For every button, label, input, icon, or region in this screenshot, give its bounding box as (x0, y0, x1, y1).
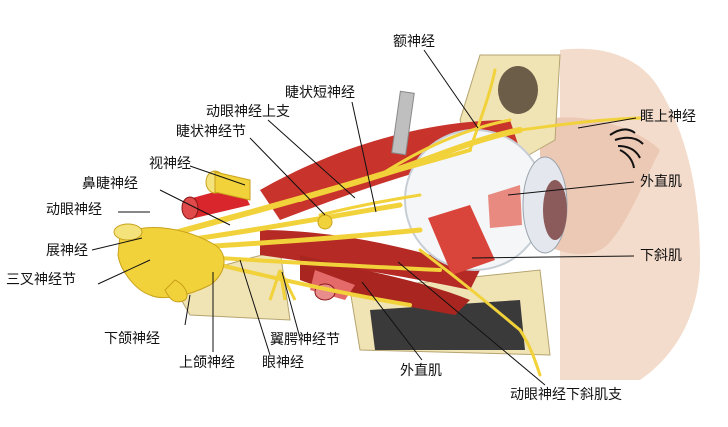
label-oculomotor-inferior-oblique-branch: 动眼神经下斜肌支 (510, 387, 622, 403)
label-oculomotor-nerve: 动眼神经 (46, 202, 102, 218)
label-lateral-rectus-bottom: 外直肌 (400, 363, 442, 379)
eyelashes (609, 128, 644, 169)
label-frontal-nerve: 额神经 (393, 34, 435, 50)
inferior-rectus-muscle (300, 255, 470, 315)
label-abducens-nerve: 展神经 (46, 243, 88, 259)
label-ophthalmic-nerve: 眼神经 (262, 355, 304, 371)
label-optic-nerve: 视神经 (149, 156, 191, 172)
label-maxillary-nerve: 上颌神经 (179, 355, 235, 371)
leader-lines (91, 49, 637, 386)
label-supraorbital-nerve: 眶上神经 (640, 109, 696, 125)
mandibular-nerve-trunk (164, 279, 188, 303)
label-inferior-oblique: 下斜肌 (640, 248, 682, 264)
retractor-probe (391, 90, 415, 156)
label-oculomotor-superior-branch: 动眼神经上支 (206, 104, 290, 120)
oculomotor-cut-end (113, 223, 143, 241)
label-mandibular-nerve: 下颌神经 (104, 331, 160, 347)
ciliary-ganglion-node (317, 214, 333, 230)
optic-nerve-shape (214, 171, 251, 201)
lateral-rectus-muscle (260, 230, 480, 290)
maxillary-sinus (370, 300, 525, 350)
label-short-ciliary-nerves: 睫状短神经 (285, 85, 355, 101)
frontal-sinus (498, 66, 538, 114)
lateral-rectus-insertion (488, 185, 522, 228)
label-lateral-rectus-right: 外直肌 (640, 174, 682, 190)
label-ciliary-ganglion: 睫状神经节 (176, 124, 246, 140)
label-trigeminal-ganglion: 三叉神经节 (6, 272, 76, 288)
trigeminal-ganglion-shape (117, 227, 225, 299)
label-pterygopalatine-ganglion: 翼腭神经节 (270, 332, 340, 348)
iris (543, 180, 567, 240)
label-nasociliary-nerve: 鼻睫神经 (82, 176, 138, 192)
